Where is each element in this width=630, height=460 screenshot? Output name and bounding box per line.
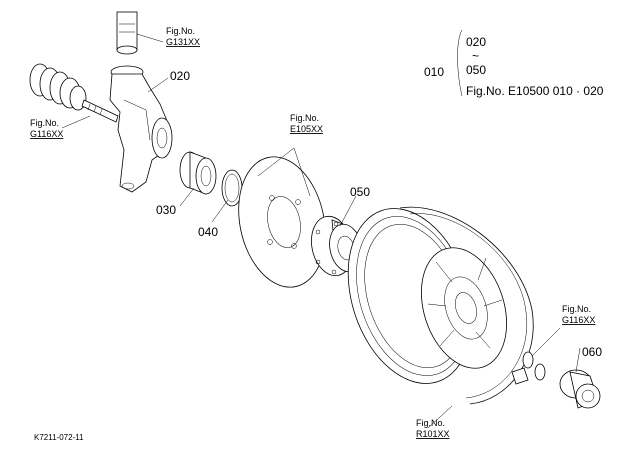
fig-caption-g116-left: Fig.No. <box>30 118 59 128</box>
steering-knuckle <box>109 65 173 193</box>
part-label-050: 050 <box>350 185 370 199</box>
range-tilde: ~ <box>472 49 479 63</box>
range-fig-line: Fig.No. E10500 010 · 020 <box>466 84 604 98</box>
leader-lines <box>61 29 581 429</box>
part-label-060: 060 <box>582 345 602 359</box>
fig-ref-g116-right: G116XX <box>562 315 595 325</box>
range-group: 010 <box>424 65 444 79</box>
fig-ref-e105: E105XX <box>290 124 323 134</box>
fig-ref-g131: G131XX <box>166 37 200 47</box>
wheel-nut <box>511 351 546 385</box>
wheel-rim <box>347 206 534 405</box>
part-label-020: 020 <box>170 69 190 83</box>
fig-ref-r101: R101XX <box>416 429 450 439</box>
part-label-030: 030 <box>156 203 176 217</box>
fig-caption-r101: Fig.No. <box>416 418 445 428</box>
drawing-code: K7211-072-11 <box>34 433 84 442</box>
part-labels: 020 030 040 050 060 <box>156 69 602 359</box>
bearing <box>179 151 217 195</box>
drive-shaft-boot <box>29 63 119 123</box>
hub-cap <box>559 369 601 409</box>
brake-disc <box>238 156 326 288</box>
range-middle: 050 <box>466 63 486 77</box>
upper-shaft <box>116 11 138 55</box>
range-note: 020 ~ 050 010 Fig.No. E10500 010 · 020 <box>424 35 604 98</box>
fig-caption-g116-right: Fig.No. <box>562 304 591 314</box>
fig-caption-g131: Fig.No. <box>166 26 195 36</box>
range-top: 020 <box>466 35 486 49</box>
figure-references: Fig.No. G131XX Fig.No. G116XX Fig.No. E1… <box>30 26 595 439</box>
fig-caption-e105: Fig.No. <box>290 113 319 123</box>
fig-ref-g116-left: G116XX <box>30 129 63 139</box>
part-label-040: 040 <box>198 225 218 239</box>
